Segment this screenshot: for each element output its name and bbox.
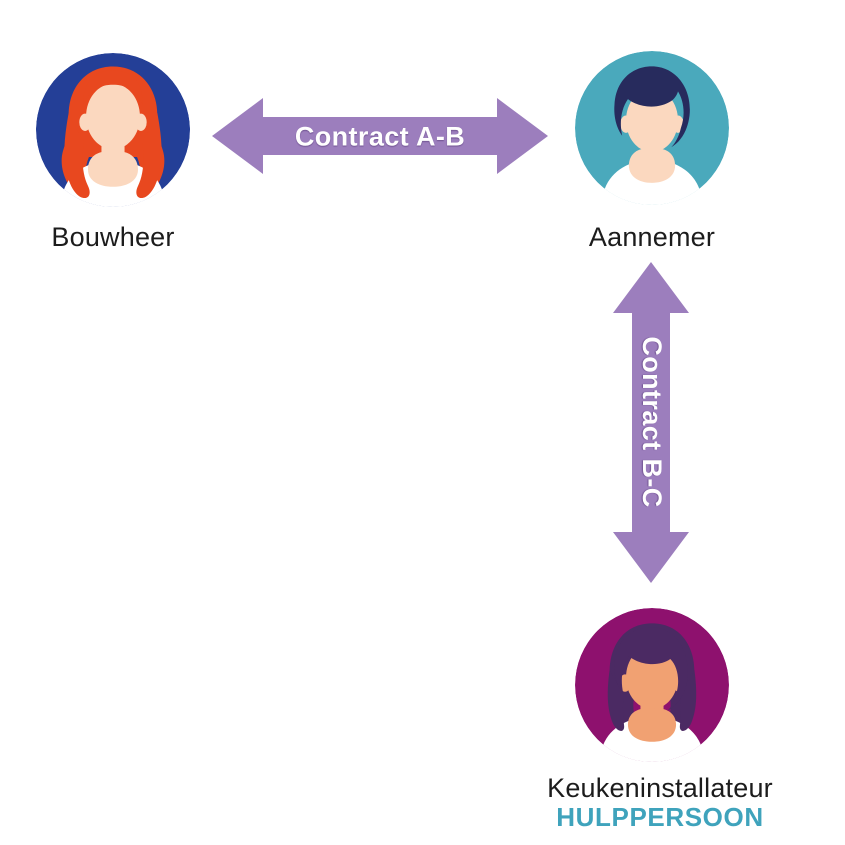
avatar-keukeninstallateur [575, 608, 729, 762]
avatar-aannemer [575, 51, 729, 205]
actor-label-keukeninstallateur: Keukeninstallateur [547, 773, 773, 803]
neck-chest [628, 135, 676, 183]
avatar-bouwheer [36, 53, 190, 207]
hair-lock-right [679, 669, 697, 731]
hair-swoosh [614, 66, 690, 148]
hair-swoosh [614, 627, 688, 711]
actor-label-aannemer: Aannemer [588, 222, 716, 252]
contract-ab-label: Contract A-B [295, 122, 465, 152]
neck-chest [627, 696, 677, 742]
man-dark-hair-avatar-icon [575, 51, 729, 205]
contract-bc-label: Contract B-C [637, 336, 667, 507]
hair-lock-left [607, 669, 625, 731]
actor-label-bouwheer: Bouwheer [51, 222, 175, 252]
actor-sublabel-hulppersoon: HULPPERSOON [556, 802, 764, 832]
contract-ab-arrow: Contract A-B [212, 98, 548, 174]
hair-lock-left [64, 112, 90, 199]
neck-chest [87, 139, 139, 187]
double-arrow-shape [212, 98, 548, 174]
double-arrow-shape [613, 262, 689, 583]
woman-bob-hair-avatar-icon [575, 608, 729, 762]
face [86, 83, 140, 150]
hair-fringe [83, 70, 143, 105]
woman-red-hair-avatar-icon [36, 53, 190, 207]
hair-lock-right [136, 112, 162, 199]
contract-bc-arrow: Contract B-C [613, 262, 689, 583]
